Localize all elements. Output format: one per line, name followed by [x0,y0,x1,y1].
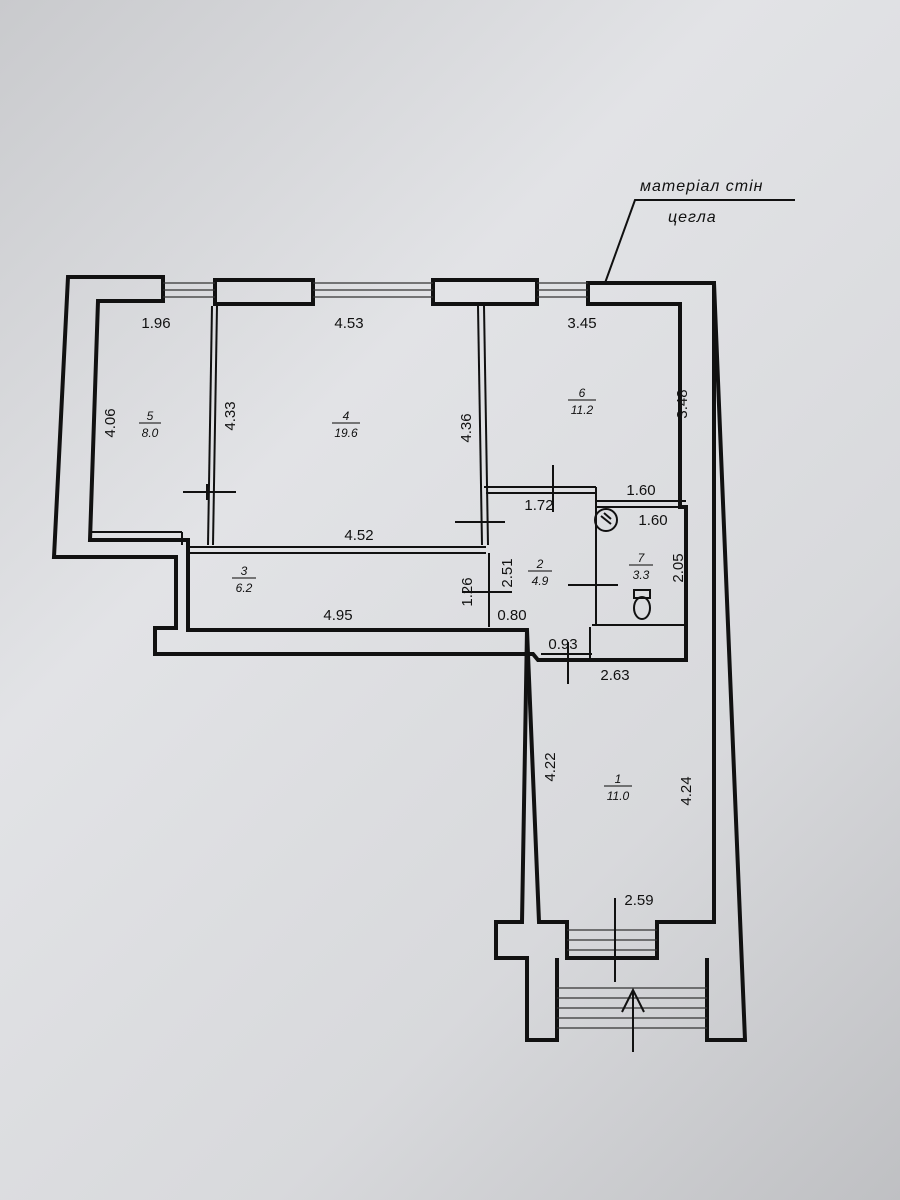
dim-label: 2.51 [499,558,516,587]
room-area: 3.3 [633,568,650,582]
outer-wall-right [705,282,748,1042]
dim-label: 4.33 [222,401,239,430]
window-1 [163,282,215,298]
room-number: 7 [638,551,646,565]
window-3 [537,282,588,298]
wall-material-label: матеріал стін [640,178,763,195]
room-number: 4 [343,409,350,423]
dim-label: 4.24 [678,776,695,805]
toilet-icon [633,589,651,620]
room-number: 6 [579,386,586,400]
room-label-4: 4 19.6 [332,409,360,440]
dim-label: 4.95 [323,607,352,624]
note-leader [604,199,795,284]
window-pier-2 [431,278,539,306]
room-label-5: 5 8.0 [139,409,161,440]
room-area: 19.6 [334,426,358,440]
dim-label: 1.60 [638,512,667,529]
room-area: 11.0 [607,789,630,803]
door-marks [183,465,618,684]
room-area: 11.2 [571,403,594,417]
dim-label: 1.60 [626,482,655,499]
room-label-1: 1 11.0 [604,772,632,803]
dim-label: 1.96 [141,315,170,332]
room-number: 5 [147,409,154,423]
dim-label: 2.59 [624,892,653,909]
entrance-wall-left [494,629,559,1042]
dim-label: 2.63 [600,667,629,684]
sink-icon [594,508,618,532]
outer-wall [51,275,716,960]
window-2 [313,282,433,298]
dim-label: 4.36 [458,413,475,442]
dim-label: 4.53 [334,315,363,332]
dim-label: 2.05 [670,553,687,582]
interior-partitions [90,305,686,661]
entrance-stairs [557,898,707,1052]
room-label-7: 7 3.3 [629,551,653,582]
room-number: 2 [536,557,544,571]
room-number: 1 [615,772,622,786]
window-pier-1 [213,278,315,306]
room-area: 4.9 [532,574,549,588]
dim-label: 0.93 [548,636,577,653]
room-label-6: 6 11.2 [568,386,596,417]
dim-label: 4.52 [344,527,373,544]
dim-label: 3.45 [567,315,596,332]
dim-label: 0.80 [497,607,526,624]
dim-label: 4.06 [102,408,119,437]
dim-label: 4.22 [542,752,559,781]
wall-material-value: цегла [668,209,717,226]
room-number: 3 [241,564,248,578]
room-label-2: 2 4.9 [528,557,552,588]
dim-label: 1.26 [459,577,476,606]
room-area: 8.0 [142,426,159,440]
room-label-3: 3 6.2 [232,564,256,595]
room-area: 6.2 [236,581,253,595]
dim-label: 3.48 [674,389,691,418]
dim-label: 1.72 [524,497,553,514]
